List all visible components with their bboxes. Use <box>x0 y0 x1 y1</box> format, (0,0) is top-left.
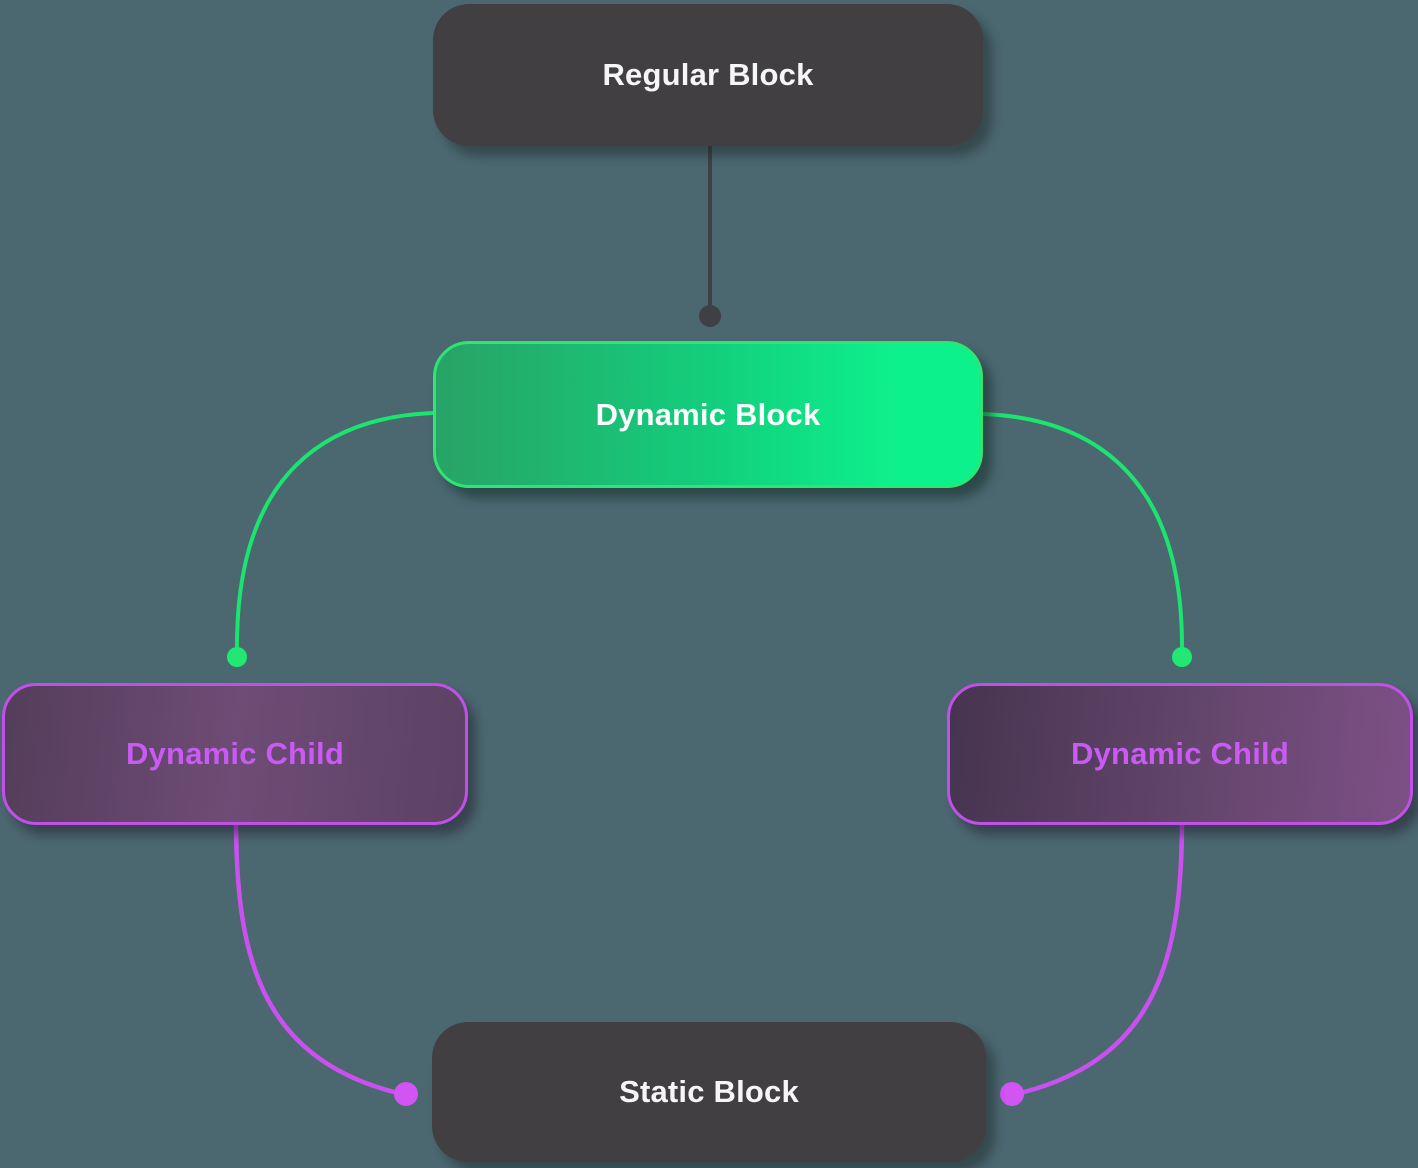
edge-dynamic-to-child-right <box>981 412 1184 648</box>
node-dynamic-block-label: Dynamic Block <box>595 396 821 432</box>
node-dynamic-block[interactable]: Dynamic Block <box>433 341 983 488</box>
edge-dynamic-to-child-left <box>235 411 435 648</box>
node-dynamic-child-left[interactable]: Dynamic Child <box>2 683 468 825</box>
node-regular-block-label: Regular Block <box>602 57 814 92</box>
edge-dot-dynamic-to-child-left <box>227 647 247 667</box>
edge-dot-regular-to-dynamic <box>699 305 721 327</box>
edge-dot-child-right-to-static <box>1000 1082 1024 1106</box>
node-dynamic-child-right-label: Dynamic Child <box>1071 736 1289 771</box>
node-static-block-label: Static Block <box>619 1074 799 1109</box>
edge-child-left-to-static <box>233 822 397 1095</box>
node-regular-block[interactable]: Regular Block <box>433 4 983 146</box>
edge-child-right-to-static <box>1021 822 1185 1095</box>
node-dynamic-child-left-label: Dynamic Child <box>126 736 344 771</box>
edge-dot-child-left-to-static <box>394 1082 418 1106</box>
node-dynamic-child-right[interactable]: Dynamic Child <box>947 683 1413 825</box>
edge-dot-dynamic-to-child-right <box>1172 647 1192 667</box>
node-static-block[interactable]: Static Block <box>432 1022 986 1162</box>
